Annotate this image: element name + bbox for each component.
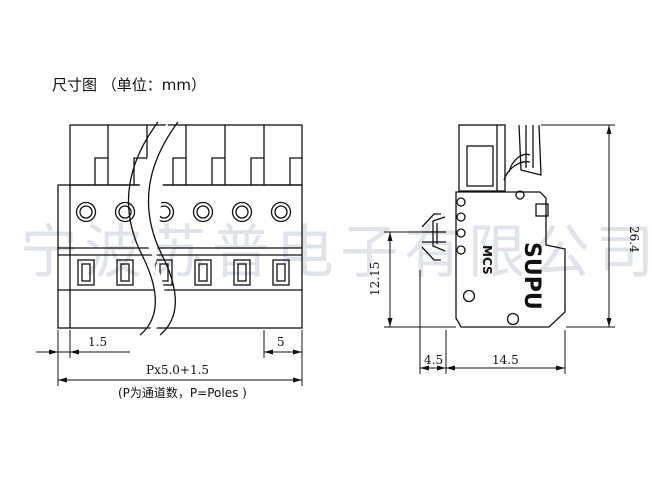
dim-pitch-label: 5 xyxy=(277,335,285,349)
dim-height-label: 26.4 xyxy=(627,226,641,253)
poles-note: (P为通道数，P=Poles ) xyxy=(118,385,247,400)
page-title: 尺寸图 （单位：mm） xyxy=(52,76,206,94)
side-view-body xyxy=(421,124,566,328)
side-view-dimension-lines xyxy=(384,124,615,374)
front-view-break-line xyxy=(128,121,179,336)
dim-width-label: 14.5 xyxy=(492,353,519,367)
dim-left-label: 4.5 xyxy=(424,353,443,367)
model-mark: MCS xyxy=(480,245,494,275)
side-view-arrowheads xyxy=(387,125,612,371)
dim-pin-height-label: 12.15 xyxy=(368,262,382,296)
dim-total-label: Px5.0+1.5 xyxy=(146,363,209,377)
brand-logo: SUPU xyxy=(519,242,544,310)
front-view-screw-row xyxy=(75,201,292,286)
front-view-arrowheads xyxy=(49,349,302,383)
dim-edge-label: 1.5 xyxy=(88,335,107,349)
front-view-dimension-lines xyxy=(36,330,303,386)
front-view-body xyxy=(57,124,303,329)
